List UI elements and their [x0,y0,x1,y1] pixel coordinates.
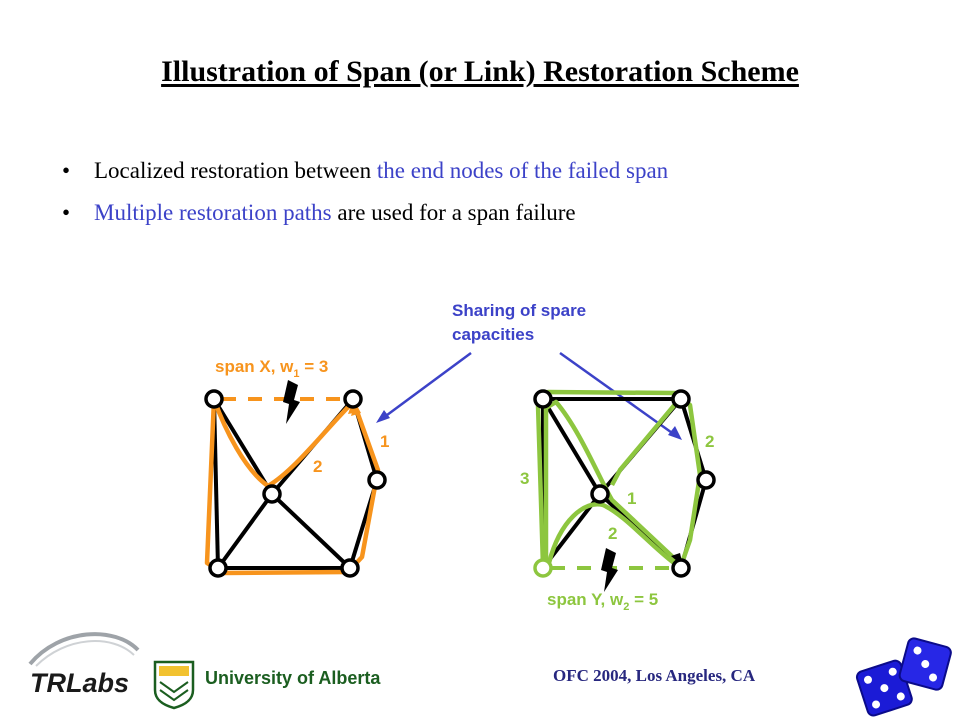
node [671,389,691,409]
restoration-path-2 [546,502,676,565]
slide-title: Illustration of Span (or Link) Restorati… [161,55,799,88]
ualberta-logo: University of Alberta [153,660,381,710]
ualberta-wordmark: University of Alberta [205,668,381,688]
node [533,389,553,409]
span-y-label: span Y, w2 = 5 [547,590,658,613]
trlabs-swoosh-icon [35,640,135,667]
path-label: 3 [520,469,529,488]
path-label: 1 [380,432,389,451]
right-network: 2 3 1 2 span Y, w2 = 5 [520,389,716,613]
bullet-list: •Localized restoration between the end n… [62,158,668,243]
node [367,470,387,490]
annotation-arrowhead-right [668,426,682,440]
node [533,558,553,578]
dice-icon [855,637,952,717]
edge [541,397,602,496]
restoration-path-1 [543,399,678,562]
bullet-highlight: the end nodes of the failed span [376,158,669,183]
restoration-path-2 [211,398,355,489]
node [671,558,691,578]
node [340,558,360,578]
annotation-line-1: Sharing of spare [452,301,586,320]
bullet-item: •Localized restoration between the end n… [62,158,669,183]
node [590,484,610,504]
path-label: 2 [608,524,617,543]
failure-bolt-icon [601,548,618,592]
edge [216,492,274,570]
path-label: 2 [705,432,714,451]
edge [270,492,352,570]
path-arrowhead [351,402,361,416]
bullet-text: are used for a span failure [331,200,576,226]
trlabs-swoosh-icon [28,632,140,666]
trlabs-wordmark: TRLabs [30,668,129,698]
node [343,389,363,409]
node [208,558,228,578]
node [204,389,224,409]
path-label: 1 [627,489,636,508]
crest-band [159,666,189,676]
bullet-item: •Multiple restoration paths are used for… [62,200,576,226]
left-network: span X, w1 = 3 1 2 [204,357,389,578]
node [262,484,282,504]
footer-text: OFC 2004, Los Angeles, CA [553,666,756,685]
restoration-path-4 [610,400,679,487]
node [696,470,716,490]
edge [212,397,274,496]
path-label: 2 [313,457,322,476]
annotation-line-2: capacities [452,325,534,344]
annotation-arrow-left [382,351,472,420]
crest-chevrons [159,681,189,702]
failure-bolt-icon [283,380,300,424]
span-x-label: span X, w1 = 3 [215,357,328,380]
bullet-text: Localized restoration between [94,158,377,183]
trlabs-logo: TRLabs [28,632,140,698]
bullet-highlight: Multiple restoration paths [94,200,332,226]
annotation-arrowhead-left [376,410,390,423]
